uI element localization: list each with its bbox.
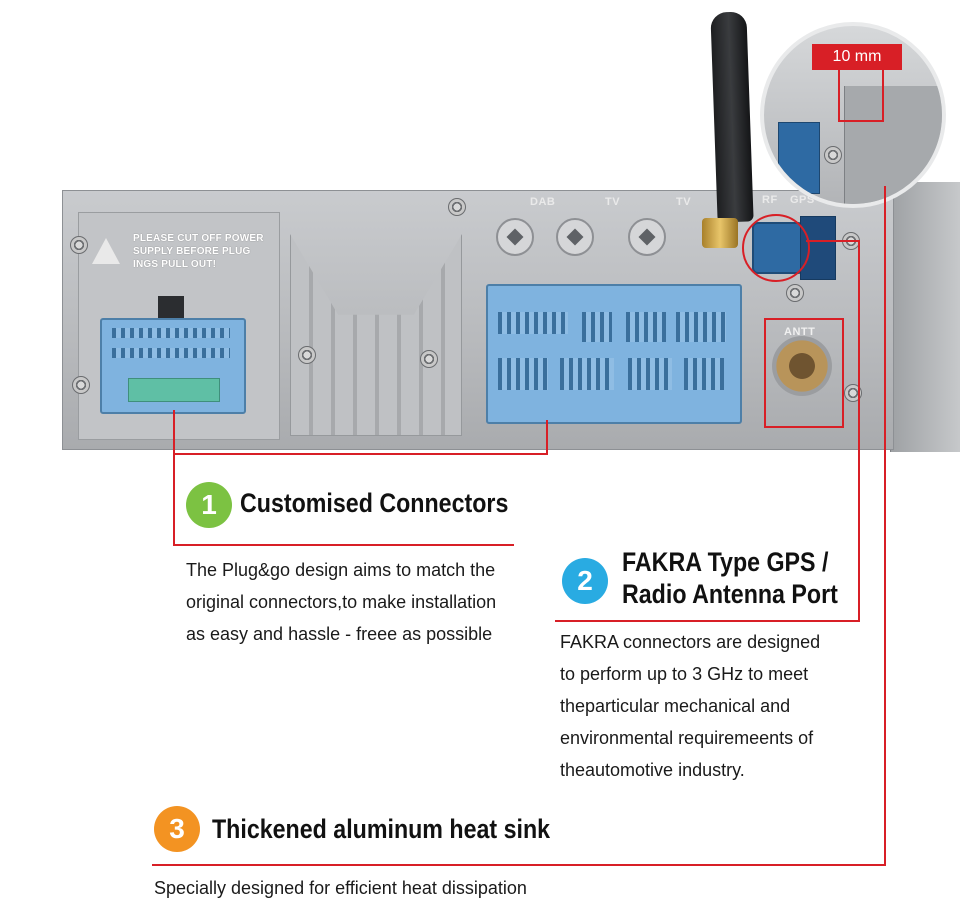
callout-1-body: The Plug&go design aims to match the ori… — [186, 554, 496, 650]
body-line: FAKRA connectors are designed — [560, 632, 821, 652]
screw — [786, 284, 804, 302]
callout-line — [546, 420, 548, 454]
body-line: theparticular mechanical and — [560, 696, 791, 716]
measure-line — [838, 120, 884, 122]
antenna — [710, 11, 754, 223]
screw — [448, 198, 466, 216]
badge-number: 3 — [169, 813, 185, 844]
port-label-tv: TV — [676, 196, 692, 208]
callout-3-body: Specially designed for efficient heat di… — [154, 872, 527, 904]
antt-port — [772, 336, 832, 396]
callout-line — [173, 544, 514, 546]
inset-screw — [824, 146, 842, 164]
warning-line: INGS PULL OUT! — [133, 259, 217, 270]
connector-pins — [684, 358, 724, 390]
warning-icon — [92, 238, 120, 264]
callout-line — [173, 410, 175, 546]
screw — [70, 236, 88, 254]
antt-highlight-box — [764, 318, 844, 428]
badge-2: 2 — [562, 558, 608, 604]
callout-line — [858, 240, 860, 622]
badge-number: 1 — [201, 489, 217, 520]
callout-line — [555, 620, 860, 622]
callout-line — [884, 186, 886, 866]
connector-block — [486, 284, 742, 424]
port-label-rf: RF — [762, 194, 778, 206]
title-line: Radio Antenna Port — [622, 579, 838, 609]
inset-port — [778, 122, 820, 194]
measure-badge: 10 mm — [812, 44, 902, 70]
connector-pins — [112, 348, 230, 358]
body-line: environmental requiremeents of — [560, 728, 814, 748]
connector-latch — [128, 378, 220, 402]
badge-3: 3 — [154, 806, 200, 852]
callout-2-title: FAKRA Type GPS / Radio Antenna Port — [622, 546, 838, 610]
fakra-highlight-circle — [742, 214, 810, 282]
callout-1-title: Customised Connectors — [240, 488, 509, 518]
badge-1: 1 — [186, 482, 232, 528]
callout-3-title: Thickened aluminum heat sink — [212, 814, 551, 844]
connector-pins — [560, 358, 614, 390]
measure-line — [838, 70, 840, 122]
connector-pins — [112, 328, 230, 338]
connector-tab — [158, 296, 184, 318]
port-label-tv: TV — [605, 196, 621, 208]
badge-number: 2 — [577, 565, 593, 596]
measure-line — [882, 70, 884, 122]
callout-line — [152, 864, 886, 866]
warning-line: PLEASE CUT OFF POWER — [133, 233, 264, 244]
side-wall — [890, 182, 960, 452]
body-line: theautomotive industry. — [560, 760, 745, 780]
connector-pins — [628, 358, 672, 390]
screw — [420, 350, 438, 368]
inset-edge — [844, 86, 942, 204]
vent-hole — [628, 218, 666, 256]
body-line: Specially designed for efficient heat di… — [154, 878, 527, 898]
body-line: The Plug&go design aims to match the — [186, 560, 496, 580]
body-line: as easy and hassle - freee as possible — [186, 624, 493, 644]
callout-line — [173, 453, 548, 455]
screw — [298, 346, 316, 364]
warning-line: SUPPLY BEFORE PLUG — [133, 246, 251, 257]
vent-hole — [556, 218, 594, 256]
warning-text: PLEASE CUT OFF POWER SUPPLY BEFORE PLUG … — [133, 232, 283, 271]
title-line: FAKRA Type GPS / — [622, 547, 829, 577]
measure-label: 10 mm — [832, 48, 882, 65]
connector-pins — [626, 312, 666, 342]
screw — [72, 376, 90, 394]
connector-pins — [498, 358, 548, 390]
antenna-base — [702, 218, 738, 248]
screw — [844, 384, 862, 402]
antt-label: ANTT — [784, 326, 816, 338]
connector-pins — [498, 312, 568, 334]
body-line: original connectors,to make installation — [186, 592, 497, 612]
body-line: to perform up to 3 GHz to meet — [560, 664, 809, 684]
connector-pins — [676, 312, 726, 342]
connector-pins — [582, 312, 612, 342]
port-label-dab: DAB — [530, 196, 556, 208]
callout-line — [806, 240, 858, 242]
vent-hole — [496, 218, 534, 256]
callout-2-body: FAKRA connectors are designed to perform… — [560, 626, 820, 786]
